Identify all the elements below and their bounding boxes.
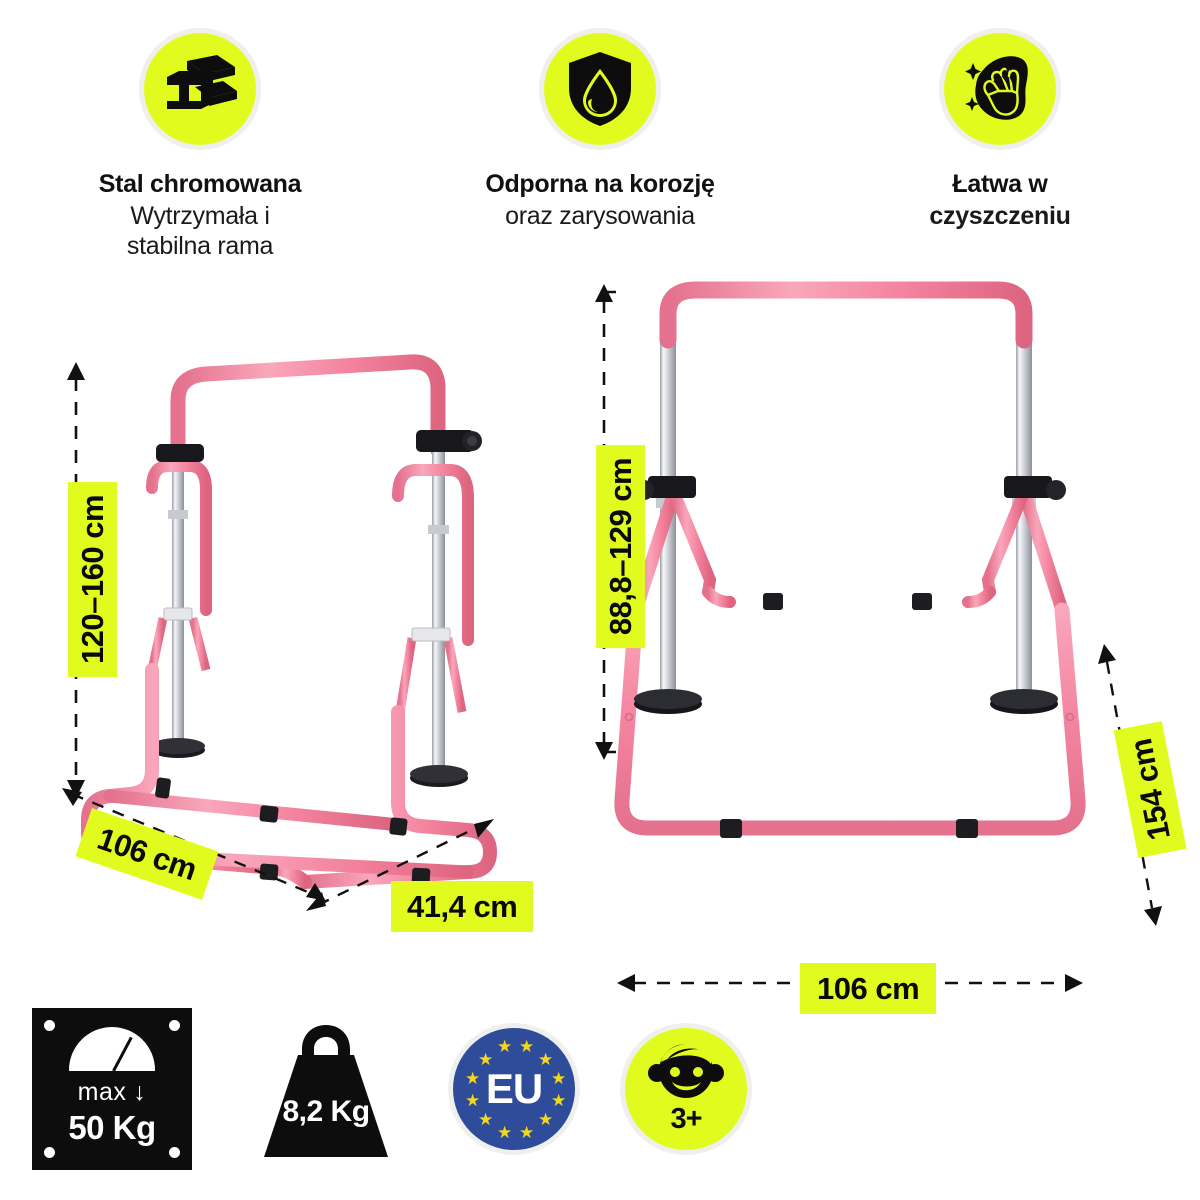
age-rating-badge: 3+ [620, 1023, 752, 1155]
eu-star-icon: ★ [465, 1091, 481, 1110]
left-height-label: 120–160 cm [68, 481, 118, 678]
eu-star-icon: ★ [478, 1050, 494, 1069]
down-arrow-icon: ↓ [133, 1078, 147, 1106]
left-depth-dimension-arrow [306, 819, 494, 911]
eu-label: EU [485, 1065, 543, 1112]
product-weight-badge: 8,2 Kg [252, 1013, 400, 1165]
max-load-value: 50 Kg [68, 1109, 156, 1146]
eu-star-icon: ★ [497, 1123, 513, 1142]
gauge-needle-icon [112, 1036, 133, 1072]
product-weight-value: 8,2 Kg [282, 1095, 370, 1128]
right-height-label: 88,8–129 cm [596, 444, 646, 649]
child-face-icon [648, 1043, 724, 1098]
corner-dot-icon [169, 1147, 180, 1158]
eu-star-icon: ★ [497, 1037, 513, 1056]
eu-star-icon: ★ [538, 1110, 554, 1129]
eu-origin-badge: ★ ★ ★ ★ ★ ★ ★ ★ ★ ★ ★ ★ EU [448, 1023, 580, 1155]
chrome-steel-beam-icon [144, 33, 256, 145]
age-rating-inner: 3+ [625, 1028, 747, 1150]
max-load-caption: max ↓ [78, 1078, 147, 1107]
corner-dot-icon [44, 1147, 55, 1158]
feature-icon-ring [139, 28, 261, 150]
eu-star-icon: ★ [478, 1110, 494, 1129]
corner-dot-icon [44, 1020, 55, 1031]
eu-star-icon: ★ [551, 1091, 567, 1110]
right-width-label: 106 cm [800, 963, 937, 1014]
gauge-icon [69, 1027, 155, 1072]
eu-star-icon: ★ [519, 1037, 535, 1056]
feature-title: Łatwa w [952, 170, 1048, 198]
feature-subtitle: czyszczeniu [929, 201, 1071, 230]
weight-icon [264, 1025, 388, 1157]
corner-dot-icon [169, 1020, 180, 1031]
max-label: max [77, 1078, 127, 1106]
eu-star-icon: ★ [538, 1050, 554, 1069]
eu-star-icon: ★ [519, 1123, 535, 1142]
eu-stars-icon: ★ ★ ★ ★ ★ ★ ★ ★ ★ ★ ★ ★ EU [453, 1028, 575, 1150]
feature-chrome-steel: Stal chromowana Wytrzymała i stabilna ra… [0, 28, 400, 261]
feature-title: Odporna na korozję [485, 170, 715, 198]
eu-star-icon: ★ [551, 1069, 567, 1088]
max-load-badge: max ↓ 50 Kg [32, 1008, 192, 1170]
right-total-length-dimension-arrow [1098, 644, 1162, 926]
feature-subtitle: oraz zarysowania [505, 201, 695, 230]
unfolded-product-illustration [614, 281, 1086, 838]
feature-corrosion-resistant: Odporna na korozję oraz zarysowania [400, 28, 800, 231]
left-depth-label: 41,4 cm [391, 881, 534, 932]
feature-title: Stal chromowana [98, 170, 302, 198]
age-rating-value: 3+ [670, 1103, 702, 1135]
feature-easy-cleaning: Łatwa w czyszczeniu [800, 28, 1200, 231]
features-row: Stal chromowana Wytrzymała i stabilna ra… [0, 28, 1200, 293]
hand-cloth-sparkle-icon [944, 33, 1056, 145]
feature-icon-ring [539, 28, 661, 150]
badges-row: max ↓ 50 Kg 8,2 Kg ★ ★ ★ ★ ★ ★ ★ ★ [32, 1008, 752, 1170]
feature-icon-ring [939, 28, 1061, 150]
eu-star-icon: ★ [465, 1069, 481, 1088]
shield-water-drop-icon [544, 33, 656, 145]
feature-subtitle: Wytrzymała i stabilna rama [126, 201, 274, 260]
